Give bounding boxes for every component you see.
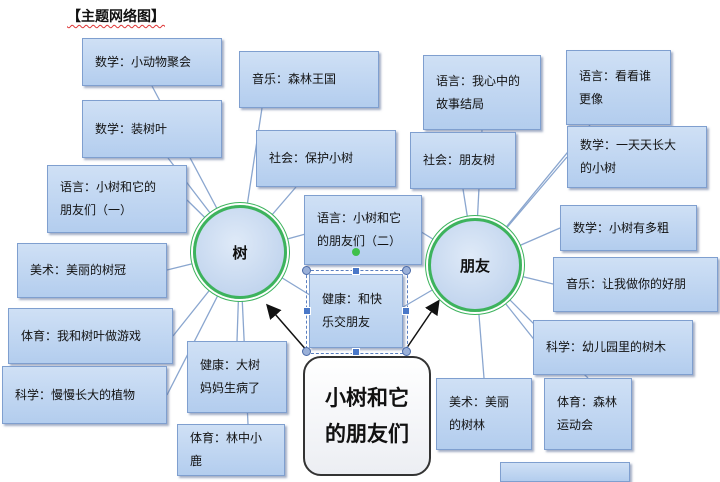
node-text: 体育：森林 bbox=[557, 395, 618, 409]
node-math-leaves[interactable]: 数学：装树叶 bbox=[82, 100, 222, 158]
node-text: 朋友们（一） bbox=[60, 203, 133, 217]
arrow-to-friend bbox=[403, 299, 440, 353]
node-text: 数学：小树有多粗 bbox=[573, 220, 670, 235]
node-science-kindergarten-trees[interactable]: 科学：幼儿园里的树木 bbox=[533, 320, 693, 375]
node-text: 健康：大树 bbox=[200, 358, 261, 372]
hub-friend[interactable]: 朋友 bbox=[428, 218, 522, 312]
central-topic[interactable]: 小树和它的朋友们 bbox=[303, 356, 431, 476]
central-topic-line: 小树和它 bbox=[325, 386, 409, 410]
hub-label: 朋友 bbox=[459, 256, 490, 275]
node-text: 健康：和快 bbox=[322, 292, 383, 306]
node-text: 音乐：森林王国 bbox=[252, 72, 337, 86]
node-text: 更像 bbox=[579, 91, 604, 106]
node-text: 体育：林中小鹿 bbox=[190, 431, 263, 468]
node-text: 音乐：让我做你的好朋 bbox=[566, 277, 687, 291]
node-partial-bottom[interactable] bbox=[500, 462, 630, 482]
node-text: 社会：朋友树 bbox=[423, 153, 496, 167]
corner-handle[interactable] bbox=[302, 266, 311, 275]
node-text: 数学：小动物聚会 bbox=[95, 54, 192, 69]
node-text: 科学：幼儿园里的树木 bbox=[546, 340, 667, 354]
corner-handle[interactable] bbox=[302, 347, 311, 356]
node-science-growing-plants[interactable]: 科学：慢慢长大的植物 bbox=[2, 366, 167, 424]
node-pe-forest-deer[interactable]: 体育：林中小鹿 bbox=[177, 424, 285, 476]
node-language-tree-friends-2[interactable]: 语言：小树和它的朋友们（二） bbox=[304, 195, 422, 265]
node-language-story-ending[interactable]: 语言：我心中的故事结局 bbox=[423, 55, 541, 130]
resize-handle[interactable] bbox=[303, 307, 311, 315]
node-social-friend-tree[interactable]: 社会：朋友树 bbox=[410, 132, 516, 189]
node-language-who-looks-alike[interactable]: 语言：看看谁更像 bbox=[566, 50, 671, 125]
node-text: 数学：装树叶 bbox=[95, 121, 168, 136]
node-text: 语言：小树和它的 bbox=[60, 180, 157, 194]
node-pe-forest-sports[interactable]: 体育：森林运动会 bbox=[544, 378, 632, 450]
selection-frame bbox=[306, 270, 408, 354]
node-text: 社会：保护小树 bbox=[269, 151, 354, 165]
node-text: 妈妈生病了 bbox=[200, 381, 261, 395]
rotate-handle[interactable] bbox=[352, 248, 360, 256]
node-text: 的小树 bbox=[580, 161, 617, 175]
node-text: 数学：一天天长大 bbox=[580, 138, 677, 152]
node-text: 的朋友们（二） bbox=[317, 234, 402, 248]
node-text: 的树林 bbox=[449, 418, 486, 432]
node-language-tree-friends-1[interactable]: 语言：小树和它的朋友们（一） bbox=[47, 165, 187, 233]
node-art-beautiful-woods[interactable]: 美术：美丽的树林 bbox=[436, 378, 532, 450]
node-text: 故事结局 bbox=[436, 96, 485, 111]
node-music-forest-kingdom[interactable]: 音乐：森林王国 bbox=[239, 51, 379, 108]
node-text: 语言：看看谁 bbox=[579, 68, 652, 83]
resize-handle[interactable] bbox=[402, 307, 410, 315]
corner-handle[interactable] bbox=[402, 347, 411, 356]
resize-handle[interactable] bbox=[352, 267, 360, 275]
node-text: 语言：我心中的 bbox=[436, 73, 521, 88]
node-text: 语言：小树和它 bbox=[317, 211, 402, 225]
node-text: 乐交朋友 bbox=[322, 315, 371, 329]
node-art-tree-crown[interactable]: 美术：美丽的树冠 bbox=[17, 243, 167, 298]
corner-handle[interactable] bbox=[402, 266, 411, 275]
node-text: 美术：美丽 bbox=[449, 395, 510, 409]
hub-label: 树 bbox=[232, 243, 248, 262]
node-text: 运动会 bbox=[557, 418, 594, 432]
node-text: 美术：美丽的树冠 bbox=[30, 263, 127, 277]
diagram-title: 【主题网络图】 bbox=[67, 9, 165, 25]
node-math-growing-tree[interactable]: 数学：一天天长大的小树 bbox=[567, 126, 707, 188]
hub-tree[interactable]: 树 bbox=[193, 205, 287, 299]
node-social-protect-tree[interactable]: 社会：保护小树 bbox=[256, 130, 396, 187]
node-math-animal-party[interactable]: 数学：小动物聚会 bbox=[82, 38, 222, 86]
central-topic-line: 的朋友们 bbox=[325, 422, 409, 446]
resize-handle[interactable] bbox=[352, 348, 360, 356]
node-math-tree-thickness[interactable]: 数学：小树有多粗 bbox=[560, 205, 697, 251]
node-text: 体育：我和树叶做游戏 bbox=[21, 328, 142, 343]
node-pe-leaf-game[interactable]: 体育：我和树叶做游戏 bbox=[8, 308, 173, 364]
node-music-be-my-friend[interactable]: 音乐：让我做你的好朋 bbox=[553, 257, 718, 312]
arrow-to-tree bbox=[266, 303, 309, 353]
node-text: 科学：慢慢长大的植物 bbox=[15, 387, 136, 402]
node-health-big-tree-sick[interactable]: 健康：大树妈妈生病了 bbox=[187, 341, 287, 413]
